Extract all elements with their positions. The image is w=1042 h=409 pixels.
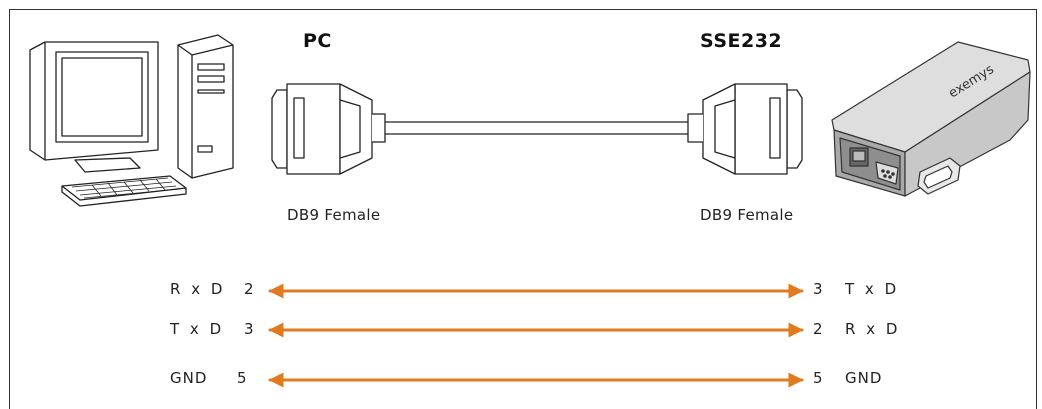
left-connector-label: DB9 Female: [287, 206, 381, 224]
right-signal-1: T x D: [845, 280, 900, 298]
db9-connector-icon: [271, 83, 386, 175]
diagram-frame: [9, 9, 1037, 409]
left-pin-3: 5: [237, 369, 247, 387]
left-signal-2: T x D: [170, 320, 225, 338]
left-pin-2: 3: [244, 320, 254, 338]
right-pin-3: 5: [813, 369, 823, 387]
wire-arrows: [268, 283, 804, 388]
left-signal-1: R x D: [170, 280, 226, 298]
right-pin-2: 2: [813, 320, 823, 338]
left-signal-3: GND: [170, 369, 208, 387]
serial-device-icon: exemys: [831, 41, 1031, 197]
right-pin-1: 3: [813, 280, 823, 298]
right-signal-3: GND: [845, 369, 883, 387]
right-connector-label: DB9 Female: [700, 206, 794, 224]
right-signal-2: R x D: [845, 320, 901, 338]
left-pin-1: 2: [244, 280, 254, 298]
pc-title: PC: [303, 30, 332, 52]
db9-connector-icon: [687, 83, 803, 175]
desktop-computer-icon: [29, 34, 234, 207]
serial-cable: [385, 121, 688, 135]
device-title: SSE232: [700, 30, 783, 52]
